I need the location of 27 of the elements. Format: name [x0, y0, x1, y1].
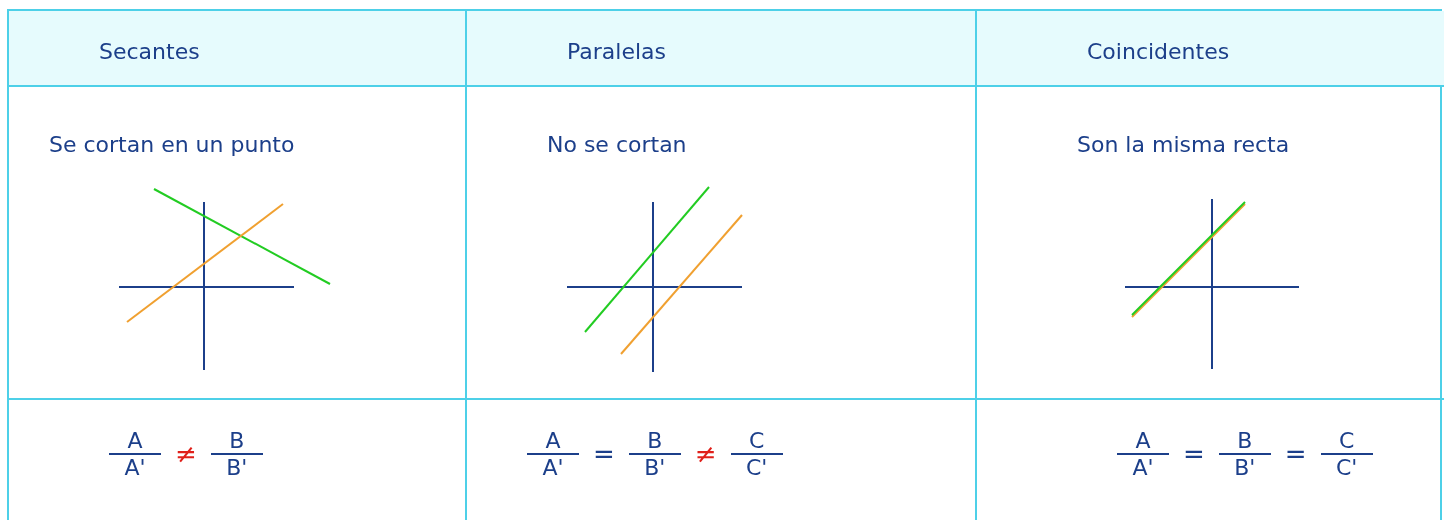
operator-sign: = — [1284, 439, 1307, 469]
denominator: B' — [643, 455, 667, 480]
numerator: C — [1337, 428, 1356, 453]
denominator: B' — [225, 455, 249, 480]
denominator: C' — [744, 455, 769, 480]
description-text: No se cortan — [547, 132, 687, 157]
operator-sign: ≠ — [694, 439, 717, 469]
column-heading: Paralelas — [567, 39, 666, 64]
operator-sign: = — [593, 439, 615, 469]
description-text: Son la misma recta — [1077, 132, 1290, 157]
denominator: A' — [1131, 455, 1155, 480]
numerator: C — [747, 428, 766, 453]
numerator: B — [646, 428, 664, 453]
numerator: A — [544, 428, 562, 453]
denominator: A' — [541, 455, 565, 480]
denominator: A' — [123, 455, 147, 480]
operator-sign: = — [1183, 439, 1205, 469]
column-heading: Coincidentes — [1087, 39, 1230, 64]
denominator: C' — [1334, 455, 1359, 480]
numerator: A — [126, 428, 144, 453]
column-heading: Secantes — [99, 39, 200, 64]
numerator: B — [1236, 428, 1254, 453]
description-text: Se cortan en un punto — [49, 132, 295, 157]
numerator: A — [1134, 428, 1152, 453]
numerator: B — [228, 428, 246, 453]
denominator: B' — [1233, 455, 1257, 480]
operator-sign: ≠ — [175, 439, 197, 469]
